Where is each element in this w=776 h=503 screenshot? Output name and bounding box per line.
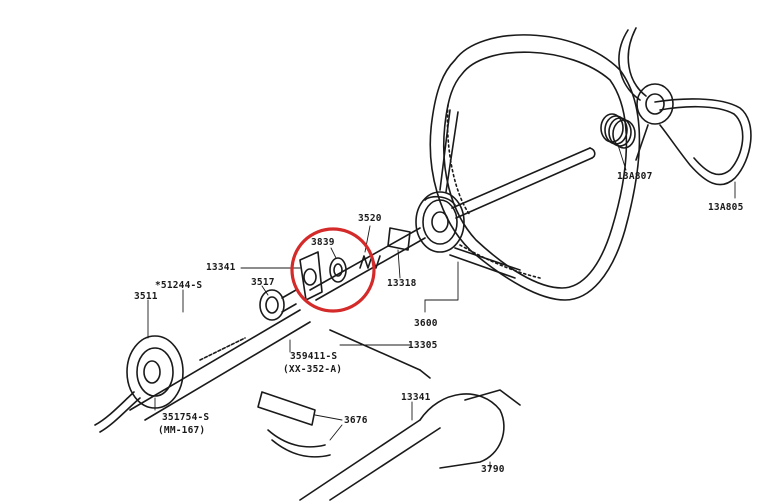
highlight-circle xyxy=(290,227,376,313)
label-3790: 3790 xyxy=(481,464,505,475)
label-3600: 3600 xyxy=(414,318,438,329)
label-3676: 3676 xyxy=(344,415,368,426)
steering-wheel xyxy=(415,34,641,301)
bearing-retainer xyxy=(329,257,347,283)
steering-nut xyxy=(387,227,411,251)
label-13a807: 13A807 xyxy=(617,171,653,182)
label-3511: 3511 xyxy=(134,291,158,302)
label-359411-code: (XX-352-A) xyxy=(283,364,343,375)
label-3520: 3520 xyxy=(358,213,382,224)
label-3517: 3517 xyxy=(251,277,275,288)
cancelling-cam xyxy=(259,289,297,321)
label-13a805: 13A805 xyxy=(708,202,744,213)
label-51244: *51244-S xyxy=(155,280,203,291)
shift-rod xyxy=(329,329,431,379)
label-13341-upper: 13341 xyxy=(206,262,236,273)
leader-lines xyxy=(147,144,736,471)
horn-spring xyxy=(600,113,636,149)
label-3839: 3839 xyxy=(311,237,335,248)
steering-column-shaft xyxy=(129,227,426,421)
column-clamp xyxy=(257,391,331,458)
label-13341-lower: 13341 xyxy=(401,392,431,403)
lower-column xyxy=(299,389,521,501)
label-13305: 13305 xyxy=(408,340,438,351)
label-359411: 359411-S xyxy=(290,351,338,362)
label-13318: 13318 xyxy=(387,278,417,289)
column-spring xyxy=(359,255,381,269)
switch-bracket xyxy=(299,251,323,301)
horn-ring xyxy=(618,27,752,186)
label-351754: 351754-S xyxy=(162,412,210,423)
label-351754-code: (MM-167) xyxy=(158,425,206,436)
